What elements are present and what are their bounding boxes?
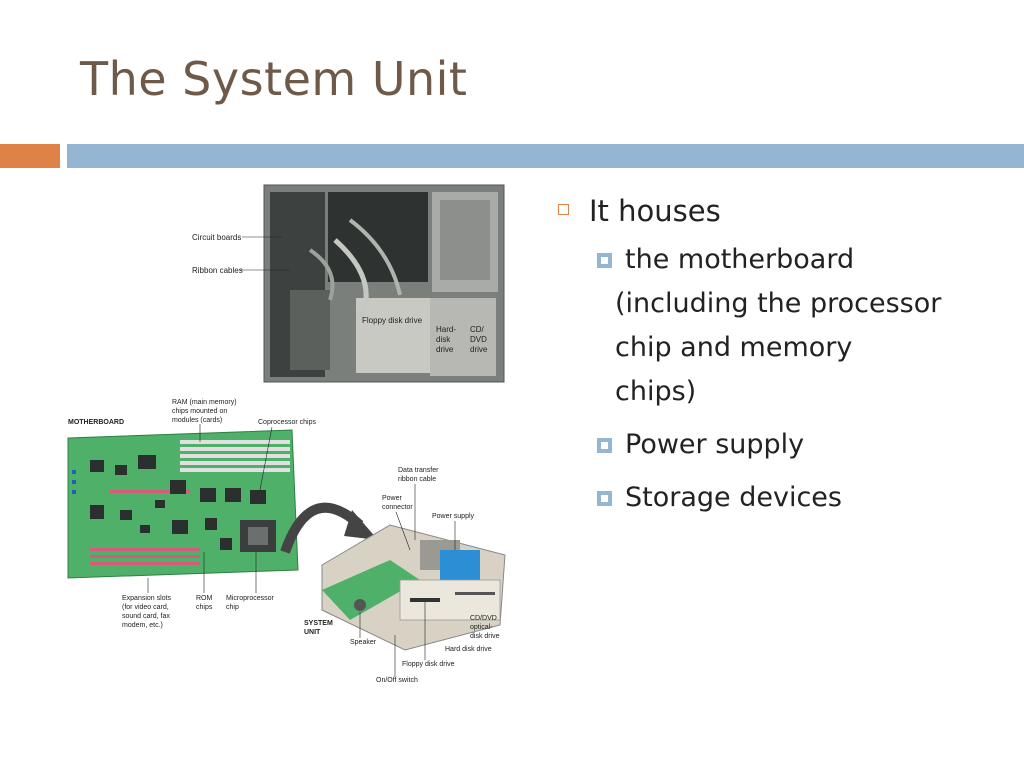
system-unit-drawing: [321, 524, 506, 651]
sub-bullet-text: (including the processor: [615, 288, 942, 319]
case-photo: [263, 184, 505, 383]
photo-labels: Circuit boards Ribbon cables Floppy disk…: [192, 233, 488, 354]
system-unit-illustration: Circuit boards Ribbon cables Floppy disk…: [67, 184, 506, 684]
sub-bullet-text: Power supply: [625, 429, 805, 460]
label-coprocessor: Coprocessor chips: [258, 419, 316, 426]
label-ribbon-cables: Ribbon cables: [192, 266, 243, 275]
label-cd-dvd-3: drive: [470, 345, 488, 354]
bullet-list: It houses the motherboard (including the…: [556, 192, 996, 520]
label-hard-disk-1: Hard-: [436, 325, 456, 334]
sub-bullet-text: the motherboard: [625, 244, 855, 275]
square-bullet-icon: [597, 491, 612, 506]
label-power-connector-1: Power: [382, 495, 403, 502]
label-data-transfer-1: Data transfer: [398, 467, 439, 474]
label-cd-dvd-optical-1: CD/DVD: [470, 615, 497, 622]
label-cd-dvd-1: CD/: [470, 325, 485, 334]
label-hard-disk-3: drive: [436, 345, 454, 354]
bullet-main: It houses: [556, 192, 996, 230]
sub-bullet-power-supply: Power supply: [556, 423, 996, 467]
motherboard-labels: MOTHERBOARD RAM (main memory) chips moun…: [68, 399, 316, 629]
label-speaker: Speaker: [350, 639, 377, 646]
sub-bullet-motherboard: the motherboard (including the processor…: [556, 238, 996, 414]
label-hard-disk: Hard disk drive: [445, 646, 492, 653]
label-power-supply: Power supply: [432, 513, 475, 520]
motherboard-drawing: [67, 429, 299, 579]
label-cd-dvd-2: DVD: [470, 335, 487, 344]
label-rom-1: ROM: [196, 595, 213, 602]
label-rom-2: chips: [196, 604, 213, 611]
label-cd-dvd-optical-3: disk drive: [470, 633, 500, 640]
label-power-connector-2: connector: [382, 504, 413, 511]
hollow-square-bullet-icon: [558, 204, 569, 215]
square-bullet-icon: [597, 253, 612, 268]
label-expansion-1: Expansion slots: [122, 595, 172, 602]
label-cd-dvd-optical-2: optical-: [470, 624, 493, 631]
curved-arrow: [280, 502, 364, 554]
label-microprocessor-2: chip: [226, 604, 239, 611]
accent-bar-blue: [67, 144, 1024, 168]
label-ram-3: modules (cards): [172, 417, 222, 424]
label-data-transfer-2: ribbon cable: [398, 476, 436, 483]
sub-bullet-text: chips): [615, 376, 697, 407]
bullet-main-text: It houses: [589, 194, 721, 228]
label-on-off: On/Off switch: [376, 677, 418, 684]
system-unit-labels: SYSTEM UNIT Data transfer ribbon cable P…: [304, 467, 500, 684]
label-hard-disk-2: disk: [436, 335, 451, 344]
slide-title: The System Unit: [80, 52, 468, 106]
label-system-1: SYSTEM: [304, 620, 333, 627]
label-floppy-drive: Floppy disk drive: [362, 316, 423, 325]
label-motherboard: MOTHERBOARD: [68, 419, 124, 426]
sub-bullet-storage: Storage devices: [556, 476, 996, 520]
square-bullet-icon: [597, 438, 612, 453]
label-expansion-3: sound card, fax: [122, 613, 170, 620]
accent-bar-orange: [0, 144, 60, 168]
sub-bullet-text: Storage devices: [625, 482, 842, 513]
label-ram-1: RAM (main memory): [172, 399, 237, 406]
label-floppy: Floppy disk drive: [402, 661, 455, 668]
label-expansion-4: modem, etc.): [122, 622, 163, 629]
label-expansion-2: (for video card,: [122, 604, 169, 611]
label-microprocessor-1: Microprocessor: [226, 595, 275, 602]
sub-bullet-text: chip and memory: [615, 332, 853, 363]
label-ram-2: chips mounted on: [172, 408, 227, 415]
arrow-head: [344, 510, 378, 540]
label-circuit-boards: Circuit boards: [192, 233, 241, 242]
label-system-2: UNIT: [304, 629, 321, 636]
